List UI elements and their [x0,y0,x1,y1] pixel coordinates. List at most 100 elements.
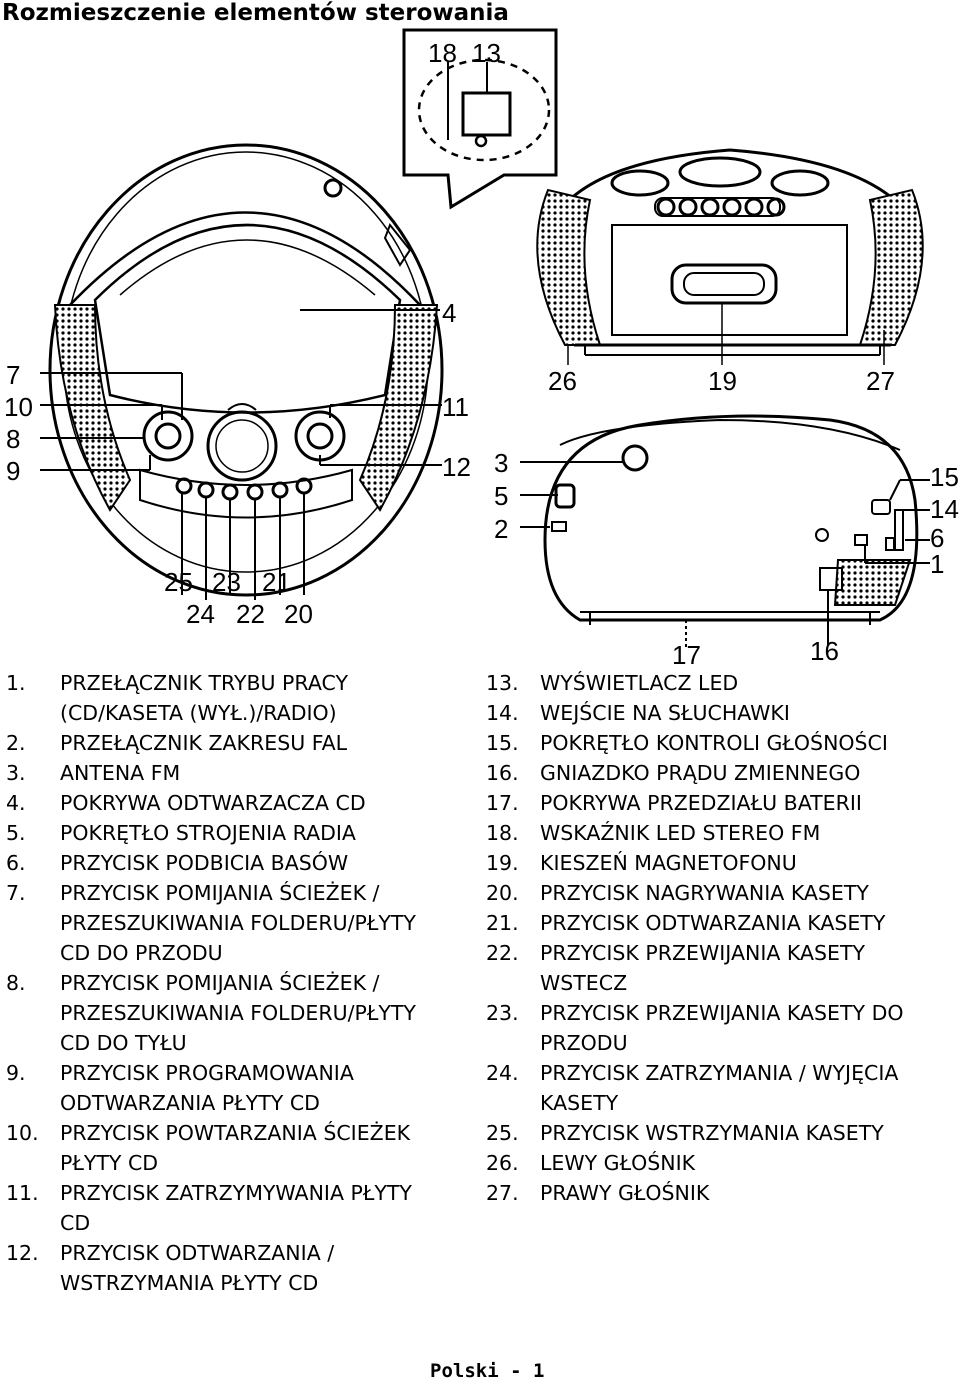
label-18: 18 [428,38,457,68]
legend-item: 26.LEWY GŁOŚNIK [486,1148,960,1178]
legend-item: 22. PRZYCISK PRZEWIJANIA KASETY WSTECZ [486,938,960,998]
legend-item-number: 24. [486,1061,519,1085]
legend-item-text: PRZEŁĄCZNIK ZAKRESU FAL [60,731,348,755]
label-24: 24 [186,599,215,629]
label-5: 5 [494,481,508,511]
legend-item-text: PRZYCISK ODTWARZANIA KASETY [540,911,886,935]
label-2: 2 [494,514,508,544]
label-17: 17 [672,640,701,670]
label-11: 11 [442,392,469,422]
back-view-labels: 3 5 2 15 14 6 1 17 16 [494,448,959,670]
legend-item: 12. PRZYCISK ODTWARZANIA / WSTRZYMANIA PŁ… [6,1238,476,1298]
legend-item: 2.PRZEŁĄCZNIK ZAKRESU FAL [6,728,476,758]
legend-item-number: 1. [6,671,26,695]
legend-item-number: 15. [486,731,519,755]
legend-item-number: 23. [486,1001,519,1025]
legend-item: 10. PRZYCISK POWTARZANIA ŚCIEŻEK PŁYTY CD [6,1118,476,1178]
legend-item-text: PRZYCISK POMIJANIA ŚCIEŻEK / PRZESZUKIWA… [60,881,416,965]
legend-item-number: 25. [486,1121,519,1145]
legend-item-text: PRZYCISK POWTARZANIA ŚCIEŻEK PŁYTY CD [60,1121,411,1175]
legend-item-number: 18. [486,821,519,845]
legend-item-text: PRAWY GŁOŚNIK [540,1181,710,1205]
legend-item-text: POKRYWA ODTWARZACZA CD [60,791,366,815]
legend-item: 8. PRZYCISK POMIJANIA ŚCIEŻEK / PRZESZUKI… [6,968,476,1058]
legend-item-number: 22. [486,941,519,965]
legend-item-number: 20. [486,881,519,905]
label-1: 1 [930,549,944,579]
label-3: 3 [494,448,508,478]
legend-item-number: 14. [486,701,519,725]
legend-item: 7. PRZYCISK POMIJANIA ŚCIEŻEK / PRZESZUKI… [6,878,476,968]
label-19: 19 [708,366,737,396]
legend-item-number: 11. [6,1181,39,1205]
legend-item-text: LEWY GŁOŚNIK [540,1151,696,1175]
label-25: 25 [164,567,193,597]
led-inset [402,28,558,210]
legend-item: 23.PRZYCISK PRZEWIJANIA KASETY DO PRZODU [486,998,960,1058]
legend-item: 3. ANTENA FM [6,758,476,788]
legend-item-text: POKRĘTŁO STROJENIA RADIA [60,821,356,845]
legend-item-text: PRZYCISK ODTWARZANIA / WSTRZYMANIA PŁYTY… [60,1241,335,1295]
page-footer: Polski - 1 [430,1360,545,1382]
legend-item-number: 5. [6,821,26,845]
legend-item-number: 9. [6,1061,26,1085]
legend-item-text: PRZYCISK POMIJANIA ŚCIEŻEK / PRZESZUKIWA… [60,971,416,1055]
legend-item-text: GNIAZDKO PRĄDU ZMIENNEGO [540,761,861,785]
legend-item: 14. WEJŚCIE NA SŁUCHAWKI [486,698,960,728]
legend-item-text: WYŚWIETLACZ LED [540,671,739,695]
legend-item-number: 17. [486,791,519,815]
legend-item: 11.PRZYCISK ZATRZYMYWANIA PŁYTY CD [6,1178,476,1238]
legend-item-text: PRZYCISK PRZEWIJANIA KASETY WSTECZ [540,941,866,995]
legend-item-number: 4. [6,791,26,815]
legend-item-number: 8. [6,971,26,995]
label-4: 4 [442,298,456,328]
label-13: 13 [472,38,501,68]
legend-item: 16. GNIAZDKO PRĄDU ZMIENNEGO [486,758,960,788]
label-20: 20 [284,599,313,629]
top-view-labels: 18 13 4 7 10 8 9 11 12 25 23 21 24 22 20 [4,38,501,629]
label-14: 14 [930,494,959,524]
label-9: 9 [6,456,20,486]
top-view [40,143,444,600]
legend-item-number: 21. [486,911,519,935]
front-view [536,148,924,365]
legend-item: 13. WYŚWIETLACZ LED [486,668,960,698]
legend-item-text: KIESZEŃ MAGNETOFONU [540,851,797,875]
legend-item-text: PRZYCISK PROGRAMOWANIA ODTWARZANIA PŁYTY… [60,1061,354,1115]
legend-item-text: PRZEŁĄCZNIK TRYBU PRACY (CD/KASETA (WYŁ.… [60,671,348,725]
legend-item: 17. POKRYWA PRZEDZIAŁU BATERII [486,788,960,818]
label-23: 23 [212,567,241,597]
label-26: 26 [548,366,577,396]
legend-item: 25.PRZYCISK WSTRZYMANIA KASETY [486,1118,960,1148]
back-view [520,414,930,650]
legend-item-number: 10. [6,1121,39,1145]
legend-item-text: PRZYCISK NAGRYWANIA KASETY [540,881,869,905]
legend-item-number: 3. [6,761,26,785]
legend-item-number: 19. [486,851,519,875]
legend-item: 21. PRZYCISK ODTWARZANIA KASETY [486,908,960,938]
legend-item-text: ANTENA FM [60,761,181,785]
legend-item: 9. PRZYCISK PROGRAMOWANIA ODTWARZANIA PŁY… [6,1058,476,1118]
legend-item-text: WSKAŹNIK LED STEREO FM [540,821,821,845]
label-12: 12 [442,452,471,482]
legend-item: 27. PRAWY GŁOŚNIK [486,1178,960,1208]
legend-item-number: 6. [6,851,26,875]
legend-item: 6.PRZYCISK PODBICIA BASÓW [6,848,476,878]
legend-item-number: 12. [6,1241,39,1265]
legend-item-text: POKRYWA PRZEDZIAŁU BATERII [540,791,862,815]
label-8: 8 [6,424,20,454]
label-21: 21 [262,567,291,597]
front-view-labels: 26 19 27 [548,366,895,396]
label-27: 27 [866,366,895,396]
device-illustration: 18 13 4 7 10 8 9 11 12 25 23 21 24 22 20 [4,28,959,670]
legend-item-text: PRZYCISK ZATRZYMANIA / WYJĘCIA KASETY [540,1061,899,1115]
legend-item: 18. WSKAŹNIK LED STEREO FM [486,818,960,848]
label-7: 7 [6,360,20,390]
legend-item-text: WEJŚCIE NA SŁUCHAWKI [540,701,790,725]
label-10: 10 [4,392,33,422]
legend-item-number: 16. [486,761,519,785]
legend-item-number: 13. [486,671,519,695]
legend-item: 24. PRZYCISK ZATRZYMANIA / WYJĘCIA KASETY [486,1058,960,1118]
legend-item-number: 7. [6,881,26,905]
legend-item-number: 27. [486,1181,519,1205]
